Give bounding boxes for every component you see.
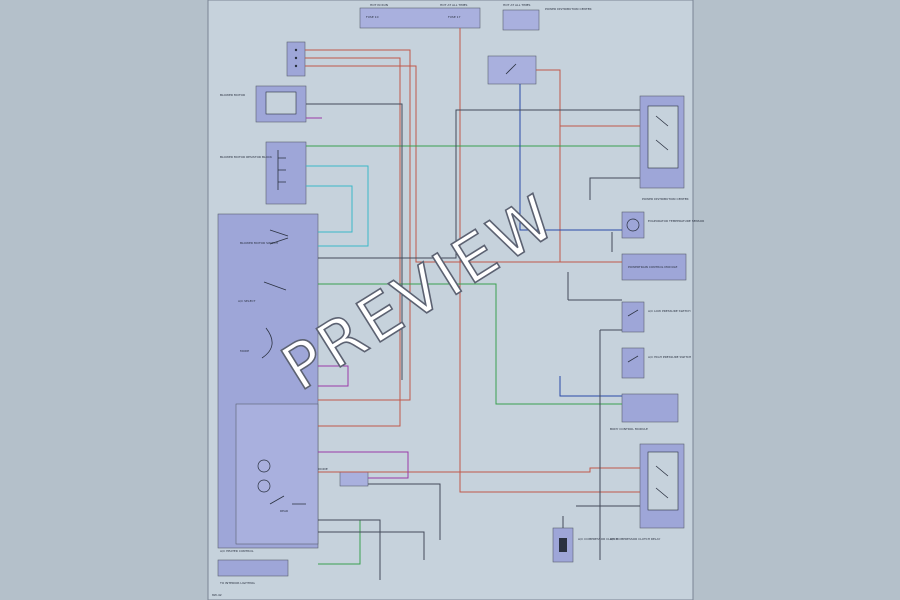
svg-text:POWER DISTRIBUTION CENTER: POWER DISTRIBUTION CENTER (545, 7, 592, 11)
svg-text:MODE: MODE (240, 349, 249, 353)
svg-text:A/C LOW PRESSURE SWITCH: A/C LOW PRESSURE SWITCH (648, 309, 690, 313)
svg-text:FUSE 17: FUSE 17 (448, 15, 461, 19)
connector-bottom-left: TO INTERIOR LIGHTING (217, 559, 289, 585)
svg-text:REAR: REAR (280, 509, 288, 513)
svg-text:FUSE 10: FUSE 10 (366, 15, 379, 19)
svg-text:BODY CONTROL MODULE: BODY CONTROL MODULE (610, 427, 648, 431)
svg-text:BLOWER MOTOR RESISTOR BLOCK: BLOWER MOTOR RESISTOR BLOCK (220, 155, 273, 159)
svg-text:A/C SELECT: A/C SELECT (238, 299, 256, 303)
connector-small-left (286, 41, 306, 77)
svg-text:POWER DISTRIBUTION CENTER: POWER DISTRIBUTION CENTER (642, 197, 689, 201)
evaporator-sensor: EVAPORATOR TEMPERATURE SENSOR (621, 211, 704, 239)
blower-resistor-block: BLOWER MOTOR RESISTOR BLOCK (220, 141, 307, 205)
wires (305, 28, 640, 580)
high-pressure-switch: A/C HIGH PRESSURE SWITCH (621, 347, 691, 379)
diode: DIODE (318, 467, 369, 487)
svg-text:HOT AT ALL TIMES: HOT AT ALL TIMES (440, 3, 468, 7)
relay-top-right: POWER DISTRIBUTION CENTER (639, 95, 689, 201)
svg-text:A/C HIGH PRESSURE SWITCH: A/C HIGH PRESSURE SWITCH (648, 355, 691, 359)
svg-text:A/C HEATER CONTROL: A/C HEATER CONTROL (220, 549, 254, 553)
ac-heater-control: BLOWER MOTOR SWITCH A/C SELECT MODE REAR… (217, 213, 319, 553)
low-pressure-switch: A/C LOW PRESSURE SWITCH (621, 301, 690, 333)
body-control-module: BODY CONTROL MODULE (610, 393, 679, 431)
svg-text:A/C COMPRESSOR CLUTCH: A/C COMPRESSOR CLUTCH (578, 537, 618, 541)
svg-text:POWERTRAIN CONTROL MODULE: POWERTRAIN CONTROL MODULE (628, 265, 678, 269)
svg-text:HOT IN RUN: HOT IN RUN (370, 3, 388, 7)
svg-text:TO INTERIOR LIGHTING: TO INTERIOR LIGHTING (219, 581, 255, 585)
pcm-connector: POWERTRAIN CONTROL MODULE (621, 253, 687, 281)
page-reference: 8W-42 (212, 593, 222, 597)
svg-text:BLOWER MOTOR: BLOWER MOTOR (220, 93, 245, 97)
blower-motor: BLOWER MOTOR (220, 85, 307, 123)
power-connector-right: HOT AT ALL TIMES POWER DISTRIBUTION CENT… (502, 3, 592, 31)
svg-text:EVAPORATOR TEMPERATURE SENSOR: EVAPORATOR TEMPERATURE SENSOR (648, 219, 704, 223)
mid-switch (487, 55, 537, 85)
svg-text:A/C COMPRESSOR CLUTCH RELAY: A/C COMPRESSOR CLUTCH RELAY (610, 537, 660, 541)
svg-text:BLOWER MOTOR SWITCH: BLOWER MOTOR SWITCH (240, 241, 278, 245)
svg-text:DIODE: DIODE (318, 467, 328, 471)
power-connector-top: HOT IN RUN HOT AT ALL TIMES FUSE 10 FUSE… (359, 3, 481, 29)
ac-clutch-relay: A/C COMPRESSOR CLUTCH RELAY (610, 443, 685, 541)
svg-text:HOT AT ALL TIMES: HOT AT ALL TIMES (503, 3, 531, 7)
